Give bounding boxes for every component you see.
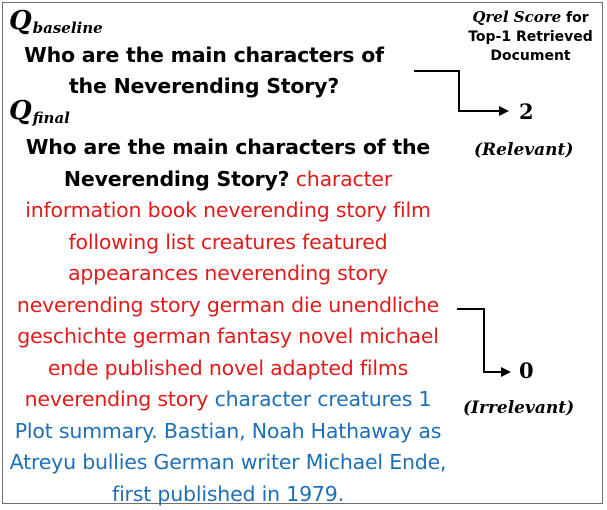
baseline-query-text: Who are the main characters of the Never… xyxy=(24,43,384,98)
final-score: 0 xyxy=(519,358,534,383)
final-query-expansion-red: character information book neverending s… xyxy=(16,166,440,412)
final-relevance-label: (Irrelevant) xyxy=(463,398,575,418)
baseline-relevance-label: (Relevant) xyxy=(474,140,574,160)
baseline-arrow xyxy=(414,70,509,116)
qrel-header-for: for xyxy=(561,10,589,26)
qrel-header-line2: Top-1 Retrieved xyxy=(468,29,593,45)
final-query-block: Who are the main characters of the Never… xyxy=(6,132,450,510)
final-query-expansion-blue: character creatures 1 Plot summary. Bast… xyxy=(9,387,447,506)
figure-frame xyxy=(2,2,603,504)
baseline-score: 2 xyxy=(519,99,534,124)
q-final-subscript: final xyxy=(32,109,70,127)
qrel-score-header: Qrel Score for Top-1 Retrieved Document xyxy=(458,8,603,66)
qrel-score-italic: Qrel Score xyxy=(472,8,562,26)
q-baseline-symbol: Q xyxy=(9,6,32,36)
final-query-original: Who are the main characters of the Never… xyxy=(25,135,431,191)
qrel-header-line3: Document xyxy=(490,48,571,64)
final-arrow xyxy=(457,308,511,377)
q-baseline-subscript: baseline xyxy=(32,19,103,37)
q-baseline-label: Qbaseline xyxy=(9,6,103,37)
q-final-symbol: Q xyxy=(9,96,32,126)
q-final-label: Qfinal xyxy=(9,96,70,127)
